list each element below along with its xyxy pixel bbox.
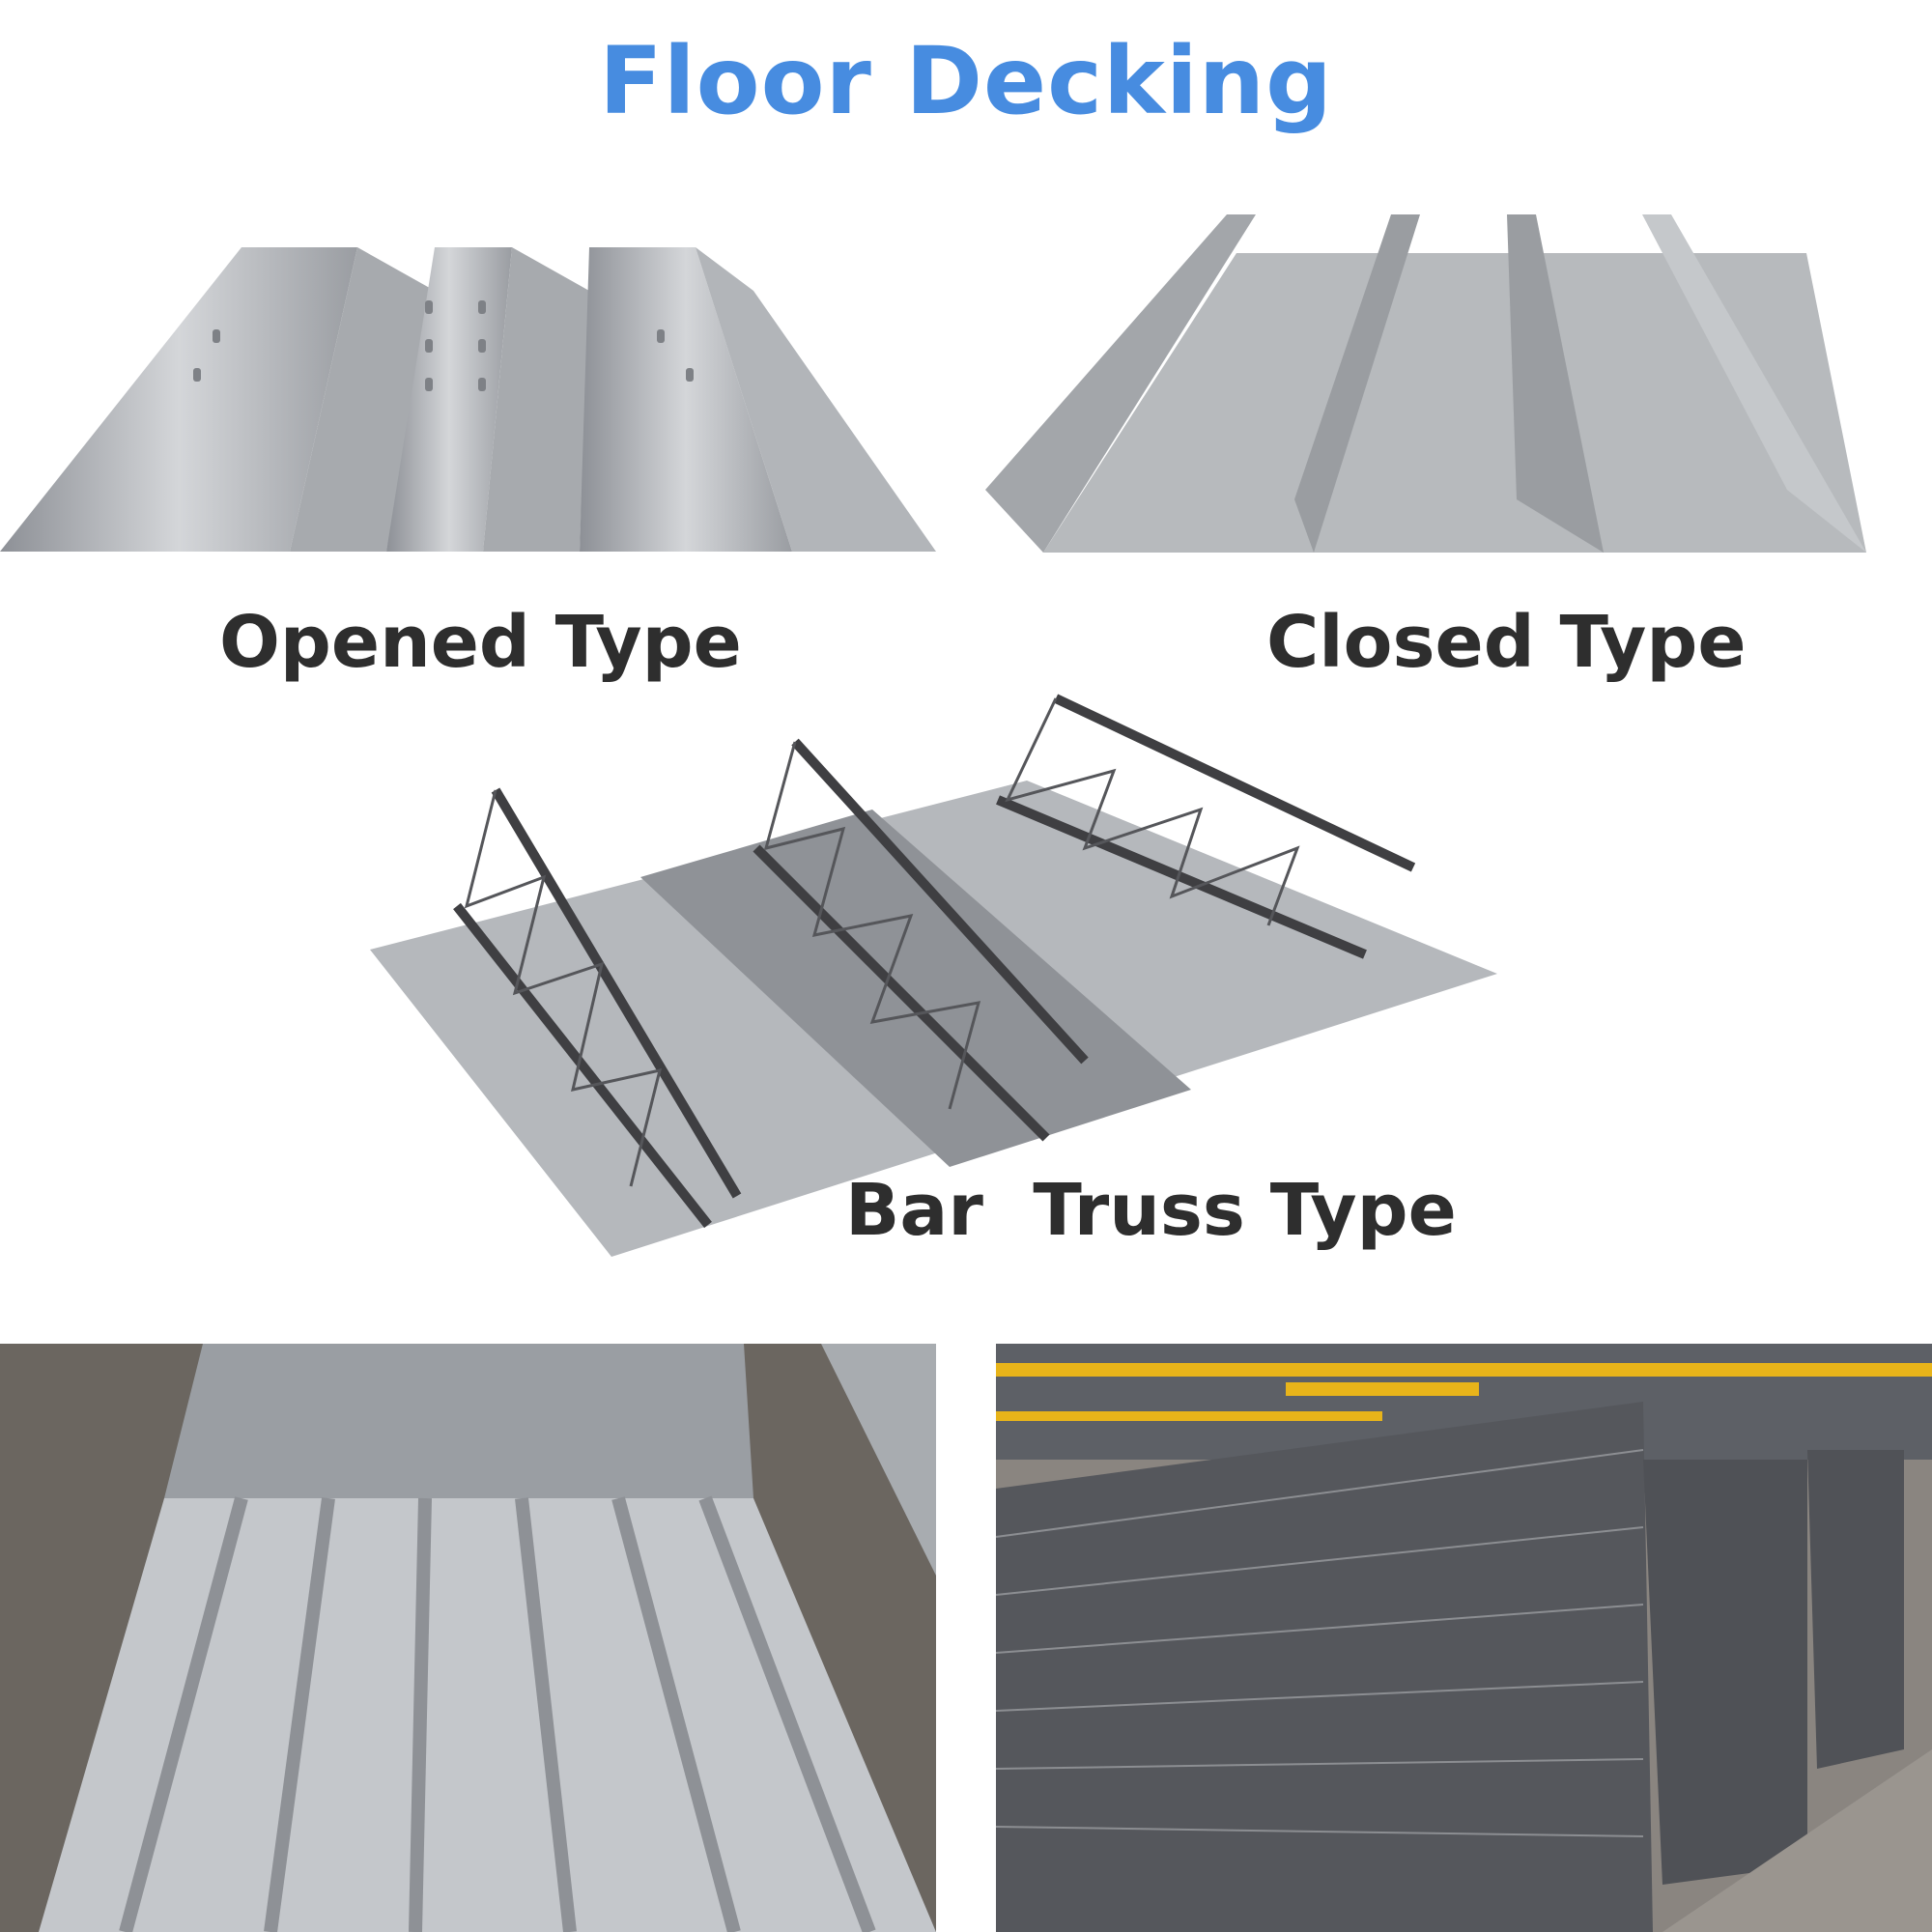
bar-truss-warehouse-photo	[996, 1344, 1932, 1932]
bar-truss-deck-image	[370, 684, 1497, 1257]
bar-truss-type-label: Bar Truss Type	[845, 1169, 1457, 1252]
closed-type-label: Closed Type	[1266, 601, 1747, 684]
opened-type-deck-image	[0, 185, 936, 604]
closed-type-deck-image	[985, 210, 1866, 560]
page-title: Floor Decking	[599, 27, 1333, 135]
opened-type-label: Opened Type	[219, 601, 742, 684]
opened-deck-stack-photo	[0, 1344, 936, 1932]
